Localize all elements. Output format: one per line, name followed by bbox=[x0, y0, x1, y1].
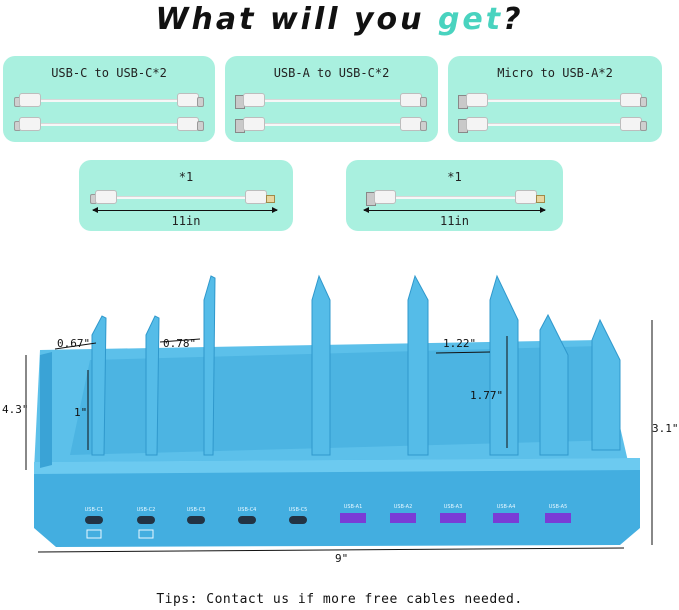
page-title: What will you get? bbox=[0, 2, 679, 37]
cable-card-micro-usba: Micro to USB-A*2 bbox=[448, 56, 662, 142]
title-suffix: ? bbox=[503, 2, 524, 37]
cable-card-usbc-usbc: USB-C to USB-C*2 bbox=[3, 56, 215, 142]
card-label: *1 bbox=[447, 170, 462, 184]
usb-a-cable-icon bbox=[235, 93, 427, 109]
cable-length: 11in bbox=[171, 214, 201, 228]
port-label: USB-C4 bbox=[237, 507, 257, 513]
tips-text: Tips: Contact us if more free cables nee… bbox=[156, 592, 523, 607]
micro-usb-cable-icon bbox=[458, 93, 647, 109]
micro-usb-cable-icon bbox=[458, 117, 647, 133]
port-label: USB-C2 bbox=[136, 507, 156, 513]
port-label: USB-C5 bbox=[288, 507, 308, 513]
cable-card-usbc-lightning: *1 11in bbox=[79, 160, 293, 231]
length-arrow bbox=[92, 207, 278, 213]
title-highlight: get bbox=[437, 2, 504, 37]
port-label: USB-A4 bbox=[496, 504, 516, 510]
cable-card-usba-lightning: *1 11in bbox=[346, 160, 563, 231]
dimension-label: 0.67" bbox=[57, 337, 91, 350]
card-label: Micro to USB-A*2 bbox=[497, 66, 613, 80]
port-label: USB-C1 bbox=[84, 507, 104, 513]
dimension-label: 1.22" bbox=[443, 337, 477, 350]
dimension-label: 3.1" bbox=[652, 422, 679, 435]
port-label: USB-A2 bbox=[393, 504, 413, 510]
dimension-label: 1" bbox=[74, 406, 88, 419]
dimension-label: 0.78" bbox=[163, 337, 197, 350]
title-text: What will you bbox=[155, 2, 438, 37]
usb-c-cable-icon bbox=[14, 93, 204, 107]
usb-c-cable-icon bbox=[14, 117, 204, 131]
length-arrow bbox=[363, 207, 546, 213]
port-label: USB-C3 bbox=[186, 507, 206, 513]
lightning-cable-icon bbox=[90, 190, 275, 204]
card-label: *1 bbox=[178, 170, 194, 184]
usb-a-cable-icon bbox=[235, 117, 427, 133]
dimension-label: 4.3" bbox=[2, 403, 29, 416]
card-label: USB-C to USB-C*2 bbox=[51, 66, 167, 80]
card-label: USB-A to USB-C*2 bbox=[273, 66, 390, 80]
port-label: USB-A5 bbox=[548, 504, 568, 510]
dimension-label: 1.77" bbox=[470, 389, 504, 402]
dimension-label: 9" bbox=[335, 552, 349, 565]
port-label: USB-A1 bbox=[343, 504, 363, 510]
lightning-cable-icon bbox=[366, 190, 545, 206]
port-label: USB-A3 bbox=[443, 504, 463, 510]
cable-length: 11in bbox=[440, 214, 469, 228]
cable-card-usba-usbc: USB-A to USB-C*2 bbox=[225, 56, 438, 142]
